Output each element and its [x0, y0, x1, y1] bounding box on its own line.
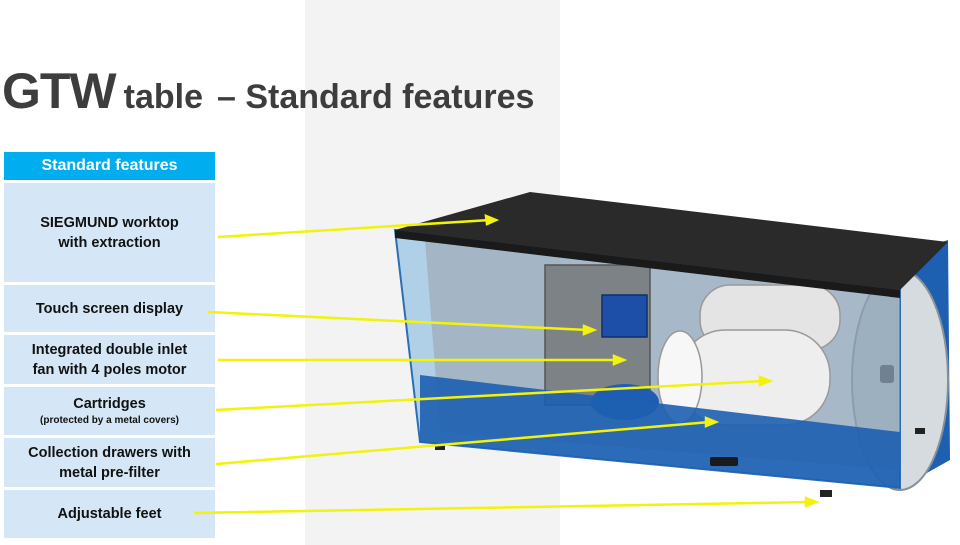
feature-row-touchscreen: Touch screen display: [4, 285, 215, 332]
feature-row-worktop: SIEGMUND worktop with extraction: [4, 183, 215, 282]
feature-text: with extraction: [58, 234, 161, 251]
feature-text: Adjustable feet: [57, 506, 162, 522]
feature-text: metal pre-filter: [59, 464, 160, 481]
feature-row-fan: Integrated double inlet fan with 4 poles…: [4, 335, 215, 384]
feature-text: Touch screen display: [35, 300, 184, 317]
feature-row-cartridges: Cartridges (protected by a metal covers): [4, 387, 215, 435]
touch-screen: [601, 294, 648, 338]
foot: [820, 490, 832, 497]
feature-row-feet: Adjustable feet: [4, 490, 215, 538]
feature-text: Integrated double inlet: [31, 341, 188, 358]
features-table-header: Standard features: [4, 152, 215, 180]
worktop: [395, 192, 948, 290]
title-main: GTW: [2, 63, 117, 119]
gtw-table-illustration: [393, 192, 950, 497]
feature-text: Collection drawers with: [28, 444, 191, 461]
features-table: Standard features SIEGMUND worktop with …: [4, 152, 215, 538]
feature-note: (protected by a metal covers): [40, 415, 179, 426]
title-rest: – Standard features: [217, 78, 535, 116]
title-secondary: table: [123, 78, 203, 116]
foot: [915, 428, 925, 434]
feature-text: SIEGMUND worktop: [40, 214, 179, 231]
drawer-handle: [710, 457, 738, 466]
feature-text: Cartridges: [73, 396, 146, 412]
foot: [435, 444, 445, 450]
feature-text: fan with 4 poles motor: [32, 361, 187, 378]
worktop-edge: [395, 230, 900, 298]
feature-row-drawers: Collection drawers with metal pre-filter: [4, 438, 215, 487]
